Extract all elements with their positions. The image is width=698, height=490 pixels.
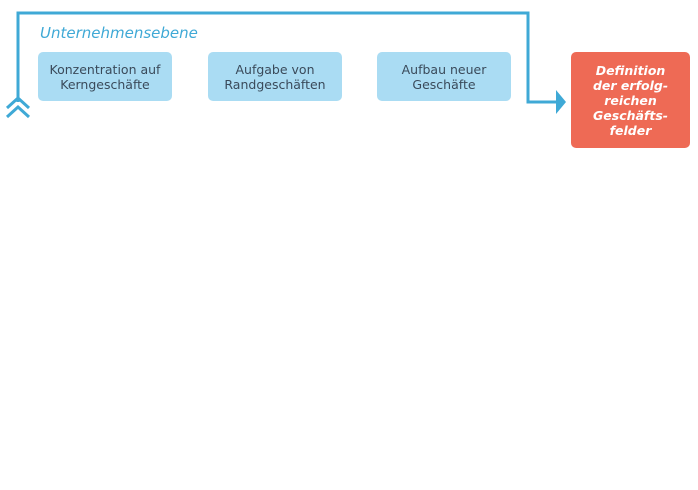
connector-line (16, 11, 558, 104)
result-label-line: der erfolg- (592, 77, 669, 93)
measure-label-line: Kerngeschäfte (60, 76, 150, 92)
result-label-line: felder (609, 122, 652, 138)
measure-label-line: Aufbau neuer (401, 61, 487, 77)
result-label-line: Definition (595, 62, 666, 78)
measure-label-line: Konzentration auf (49, 61, 161, 77)
measure-box-neue-geschaefte: Aufbau neuer Geschäfte (377, 52, 511, 101)
measure-label-line: Randgeschäften (224, 76, 326, 92)
measure-label-line: Aufgabe von (235, 61, 315, 77)
level-label: Unternehmensebene (40, 24, 198, 42)
result-label-line: Geschäfts- (593, 107, 668, 123)
result-box-geschaeftsfelder: Definition der erfolg- reichen Geschäfts… (571, 52, 690, 148)
arrow-right-icon (556, 90, 566, 114)
measure-box-kerngeschaefte: Konzentration auf Kerngeschäfte (38, 52, 172, 101)
measure-label-line: Geschäfte (412, 76, 476, 92)
measure-box-randgeschaefte: Aufgabe von Randgeschäften (208, 52, 342, 101)
result-label-line: reichen (604, 92, 657, 108)
double-chevron-up-icon (5, 95, 31, 119)
